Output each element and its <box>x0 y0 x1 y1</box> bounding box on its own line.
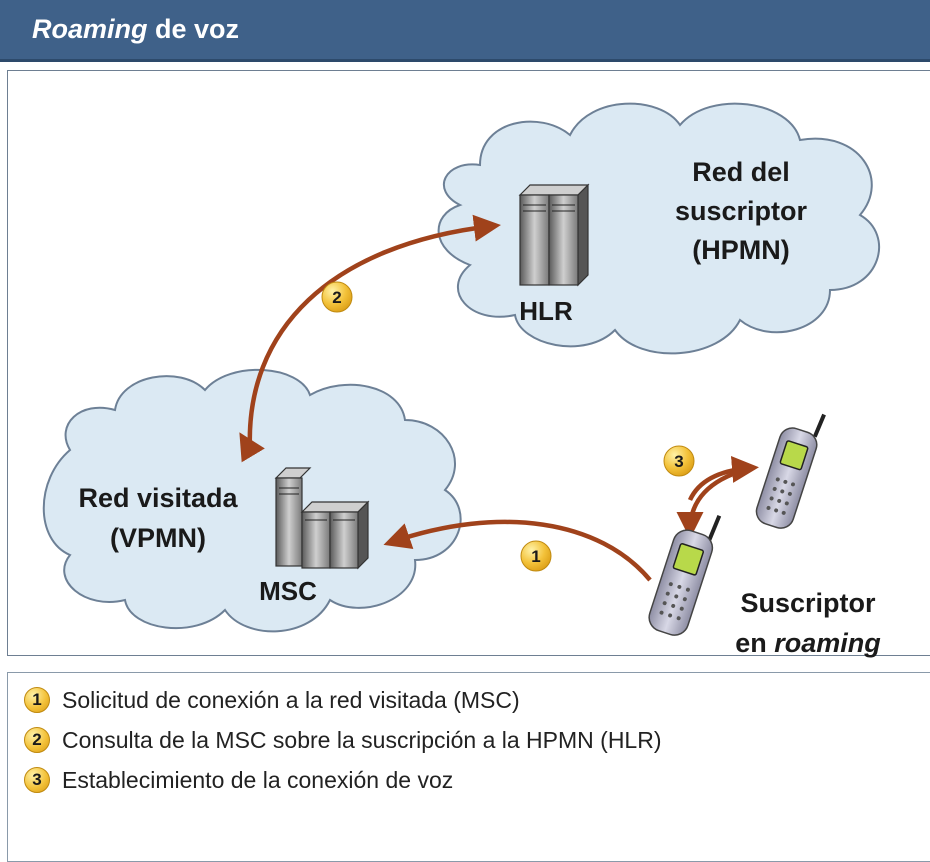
page-title: Roaming de voz <box>32 14 239 45</box>
step-badge-icon: 3 <box>24 767 50 793</box>
svg-text:2: 2 <box>332 288 341 307</box>
title-bar: Roaming de voz <box>0 0 930 62</box>
hpmn-label-line1: Red del <box>692 157 790 187</box>
arrow-1-icon <box>383 519 652 582</box>
svg-text:3: 3 <box>674 452 683 471</box>
subscriber-label-line2: en roaming <box>735 628 881 658</box>
step-badge-icon: 1 <box>24 687 50 713</box>
hpmn-label-line3: (HPMN) <box>692 235 789 265</box>
legend-text-2: Consulta de la MSC sobre la suscripción … <box>62 726 662 753</box>
msc-server-icon <box>274 467 370 570</box>
step-badge-icon: 2 <box>24 727 50 753</box>
step-badge-1-icon: 1 <box>520 540 552 572</box>
network-diagram: 2 1 3 Red del suscriptor (HPMN) HLR Red … <box>42 102 881 658</box>
arrow-2-icon <box>247 214 501 451</box>
title-rest: de voz <box>147 14 240 44</box>
hpmn-cloud-icon <box>437 102 881 355</box>
arrow-3b-icon <box>687 455 759 502</box>
legend-text-3: Establecimiento de la conexión de voz <box>62 766 454 793</box>
svg-text:1: 1 <box>531 547 540 566</box>
mobile-phone-icon <box>755 413 826 529</box>
mobile-phone-icon <box>648 514 722 636</box>
hlr-label: HLR <box>519 296 573 326</box>
legend-item-3: 3 Establecimiento de la conexión de voz <box>24 763 453 797</box>
title-italic: Roaming <box>32 14 148 44</box>
legend-text-1: Solicitud de conexión a la red visitada … <box>62 686 520 713</box>
legend-panel: 1 Solicitud de conexión a la red visitad… <box>7 672 930 862</box>
arrow-2-head-icon <box>239 432 265 463</box>
msc-label: MSC <box>259 576 317 606</box>
legend-item-2: 2 Consulta de la MSC sobre la suscripció… <box>24 723 662 757</box>
step-badge-3-icon: 3 <box>663 445 695 477</box>
subscriber-label-line1: Suscriptor <box>740 588 876 618</box>
vpmn-label-line2: (VPMN) <box>110 523 206 553</box>
legend-item-1: 1 Solicitud de conexión a la red visitad… <box>24 683 520 717</box>
hlr-server-icon <box>518 183 590 287</box>
hpmn-label-line2: suscriptor <box>675 196 808 226</box>
step-badge-2-icon: 2 <box>321 281 353 313</box>
vpmn-label-line1: Red visitada <box>78 483 238 513</box>
